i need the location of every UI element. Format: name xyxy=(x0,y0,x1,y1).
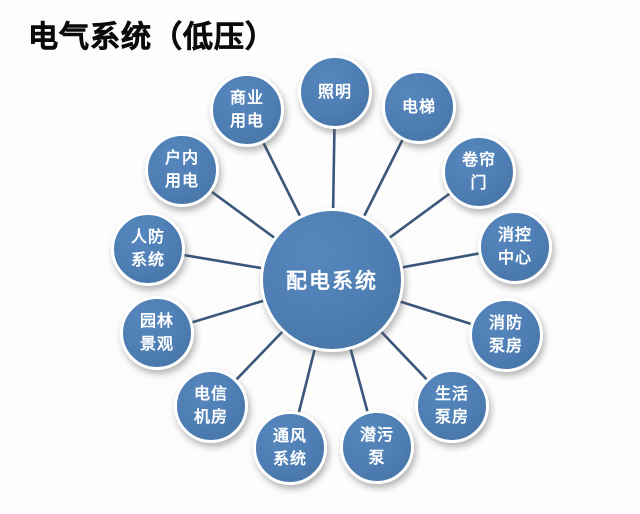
page-title: 电气系统（低压） xyxy=(28,21,276,55)
node-label-garden-landscape: 园林 景观 xyxy=(139,313,174,353)
diagram-node-fire-control-center: 消控 中心 xyxy=(478,210,552,284)
node-label-fire-control-center: 消控 中心 xyxy=(497,227,532,267)
diagram-node-commercial-power: 商业 用电 xyxy=(210,73,284,147)
diagram-node-lighting: 照明 xyxy=(298,55,372,129)
diagram-node-rolling-shutter-door: 卷帘 门 xyxy=(442,135,516,209)
diagram-node-submersible-sewage-pump: 潜污 泵 xyxy=(340,410,414,484)
diagram-node-civil-air-defense-system: 人防 系统 xyxy=(111,212,185,286)
node-label-indoor-power: 户内 用电 xyxy=(164,150,199,190)
node-label-lighting: 照明 xyxy=(317,83,352,101)
node-label-domestic-pump-room: 生活 泵房 xyxy=(434,386,469,426)
node-label-ventilation-system: 通风 系统 xyxy=(272,428,307,468)
node-label-commercial-power: 商业 用电 xyxy=(229,90,264,130)
node-label-telecom-equipment-room: 电信 机房 xyxy=(193,386,228,426)
diagram-node-domestic-pump-room: 生活 泵房 xyxy=(415,369,489,443)
diagram-node-fire-pump-room: 消防 泵房 xyxy=(469,298,543,372)
diagram-node-indoor-power: 户内 用电 xyxy=(145,133,219,207)
node-label-submersible-sewage-pump: 潜污 泵 xyxy=(359,427,394,467)
diagram-center-node: 配电系统 xyxy=(260,208,404,352)
center-node-label: 配电系统 xyxy=(286,270,378,293)
diagram-node-garden-landscape: 园林 景观 xyxy=(120,296,194,370)
diagram-node-ventilation-system: 通风 系统 xyxy=(253,411,327,485)
node-label-rolling-shutter-door: 卷帘 门 xyxy=(461,152,496,192)
diagram-node-elevator: 电梯 xyxy=(382,70,456,144)
diagram-node-telecom-equipment-room: 电信 机房 xyxy=(174,369,248,443)
node-label-civil-air-defense-system: 人防 系统 xyxy=(130,229,165,269)
node-label-fire-pump-room: 消防 泵房 xyxy=(488,315,523,355)
node-label-elevator: 电梯 xyxy=(401,98,436,116)
